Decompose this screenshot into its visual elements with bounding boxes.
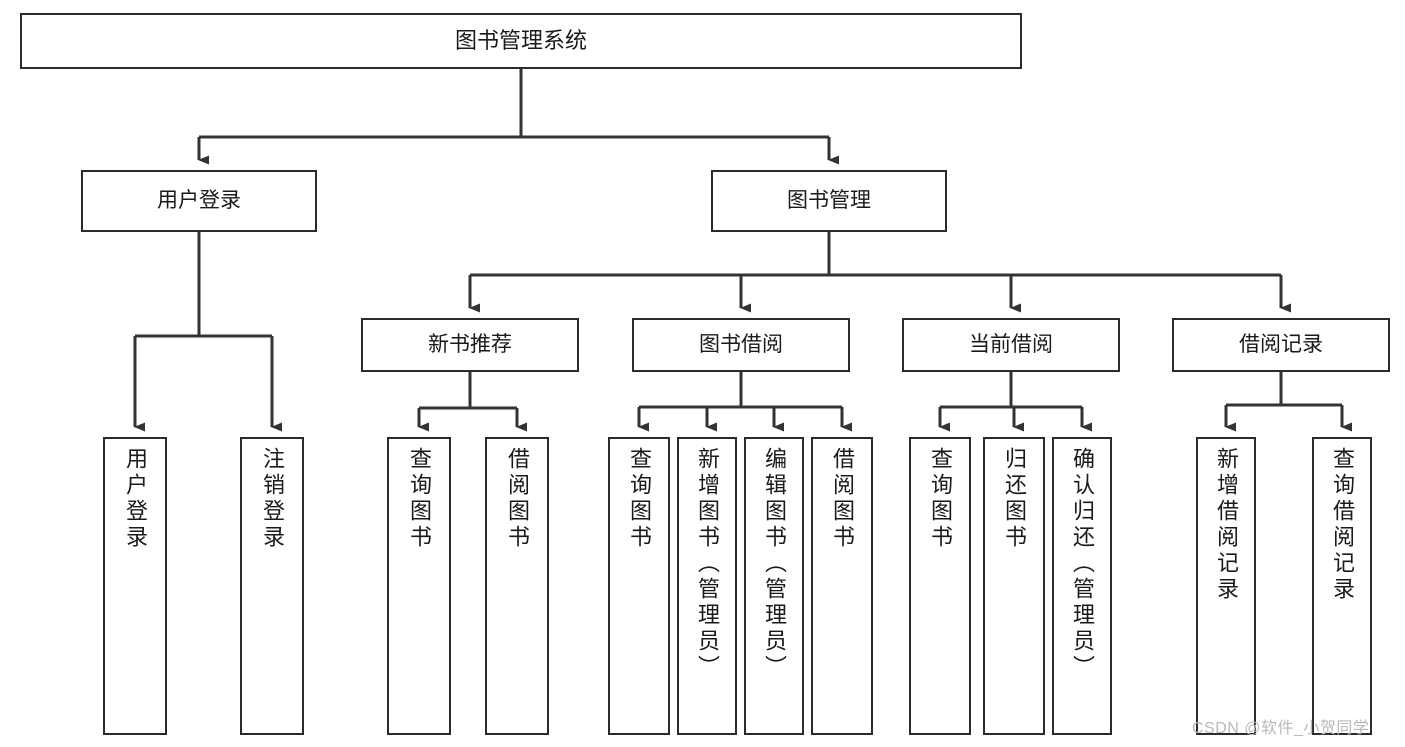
node-borrow-record-label: 借阅记录 bbox=[1239, 332, 1323, 356]
node-leaf-query-book-current-label: 查询图书 bbox=[928, 447, 953, 551]
node-leaf-add-book[interactable]: 新增图书（管理员） bbox=[677, 437, 737, 735]
node-root-label: 图书管理系统 bbox=[454, 28, 587, 54]
node-user-login-label: 用户登录 bbox=[157, 188, 241, 212]
node-current-borrow[interactable]: 当前借阅 bbox=[902, 318, 1120, 372]
node-book-manage[interactable]: 图书管理 bbox=[711, 170, 947, 232]
node-book-borrow-label: 图书借阅 bbox=[699, 332, 783, 356]
node-leaf-logout[interactable]: 注销登录 bbox=[240, 437, 304, 735]
node-leaf-borrow-book-label: 借阅图书 bbox=[830, 447, 855, 551]
node-leaf-confirm-return[interactable]: 确认归还（管理员） bbox=[1052, 437, 1112, 735]
node-book-borrow[interactable]: 图书借阅 bbox=[632, 318, 850, 372]
csdn-watermark: CSDN @软件_小贺同学 bbox=[1192, 720, 1370, 737]
node-leaf-user-login[interactable]: 用户登录 bbox=[103, 437, 167, 735]
node-leaf-query-book-recommend-label: 查询图书 bbox=[407, 447, 432, 551]
node-leaf-query-borrow-record[interactable]: 查询借阅记录 bbox=[1312, 437, 1372, 735]
node-leaf-query-borrow-record-label: 查询借阅记录 bbox=[1330, 447, 1355, 603]
node-leaf-user-login-label: 用户登录 bbox=[123, 447, 148, 551]
node-leaf-add-borrow-record-label: 新增借阅记录 bbox=[1214, 447, 1239, 603]
node-borrow-record[interactable]: 借阅记录 bbox=[1172, 318, 1390, 372]
node-user-login[interactable]: 用户登录 bbox=[81, 170, 317, 232]
node-leaf-query-book-current[interactable]: 查询图书 bbox=[909, 437, 971, 735]
node-leaf-edit-book[interactable]: 编辑图书（管理员） bbox=[744, 437, 804, 735]
node-new-book-recommend-label: 新书推荐 bbox=[428, 332, 512, 356]
node-current-borrow-label: 当前借阅 bbox=[969, 332, 1053, 356]
node-leaf-query-book-borrow[interactable]: 查询图书 bbox=[608, 437, 670, 735]
node-book-manage-label: 图书管理 bbox=[787, 188, 871, 212]
node-leaf-query-book-recommend[interactable]: 查询图书 bbox=[387, 437, 451, 735]
node-leaf-confirm-return-label: 确认归还（管理员） bbox=[1070, 447, 1095, 681]
node-leaf-return-book[interactable]: 归还图书 bbox=[983, 437, 1045, 735]
node-leaf-borrow-book[interactable]: 借阅图书 bbox=[811, 437, 873, 735]
node-leaf-add-book-label: 新增图书（管理员） bbox=[695, 447, 720, 681]
node-leaf-borrow-book-recommend-label: 借阅图书 bbox=[505, 447, 530, 551]
node-leaf-edit-book-label: 编辑图书（管理员） bbox=[762, 447, 787, 681]
node-leaf-query-book-borrow-label: 查询图书 bbox=[627, 447, 652, 551]
node-leaf-borrow-book-recommend[interactable]: 借阅图书 bbox=[485, 437, 549, 735]
node-new-book-recommend[interactable]: 新书推荐 bbox=[361, 318, 579, 372]
node-leaf-logout-label: 注销登录 bbox=[260, 447, 285, 551]
node-leaf-return-book-label: 归还图书 bbox=[1002, 447, 1027, 551]
node-root[interactable]: 图书管理系统 bbox=[20, 13, 1022, 69]
node-leaf-add-borrow-record[interactable]: 新增借阅记录 bbox=[1196, 437, 1256, 735]
